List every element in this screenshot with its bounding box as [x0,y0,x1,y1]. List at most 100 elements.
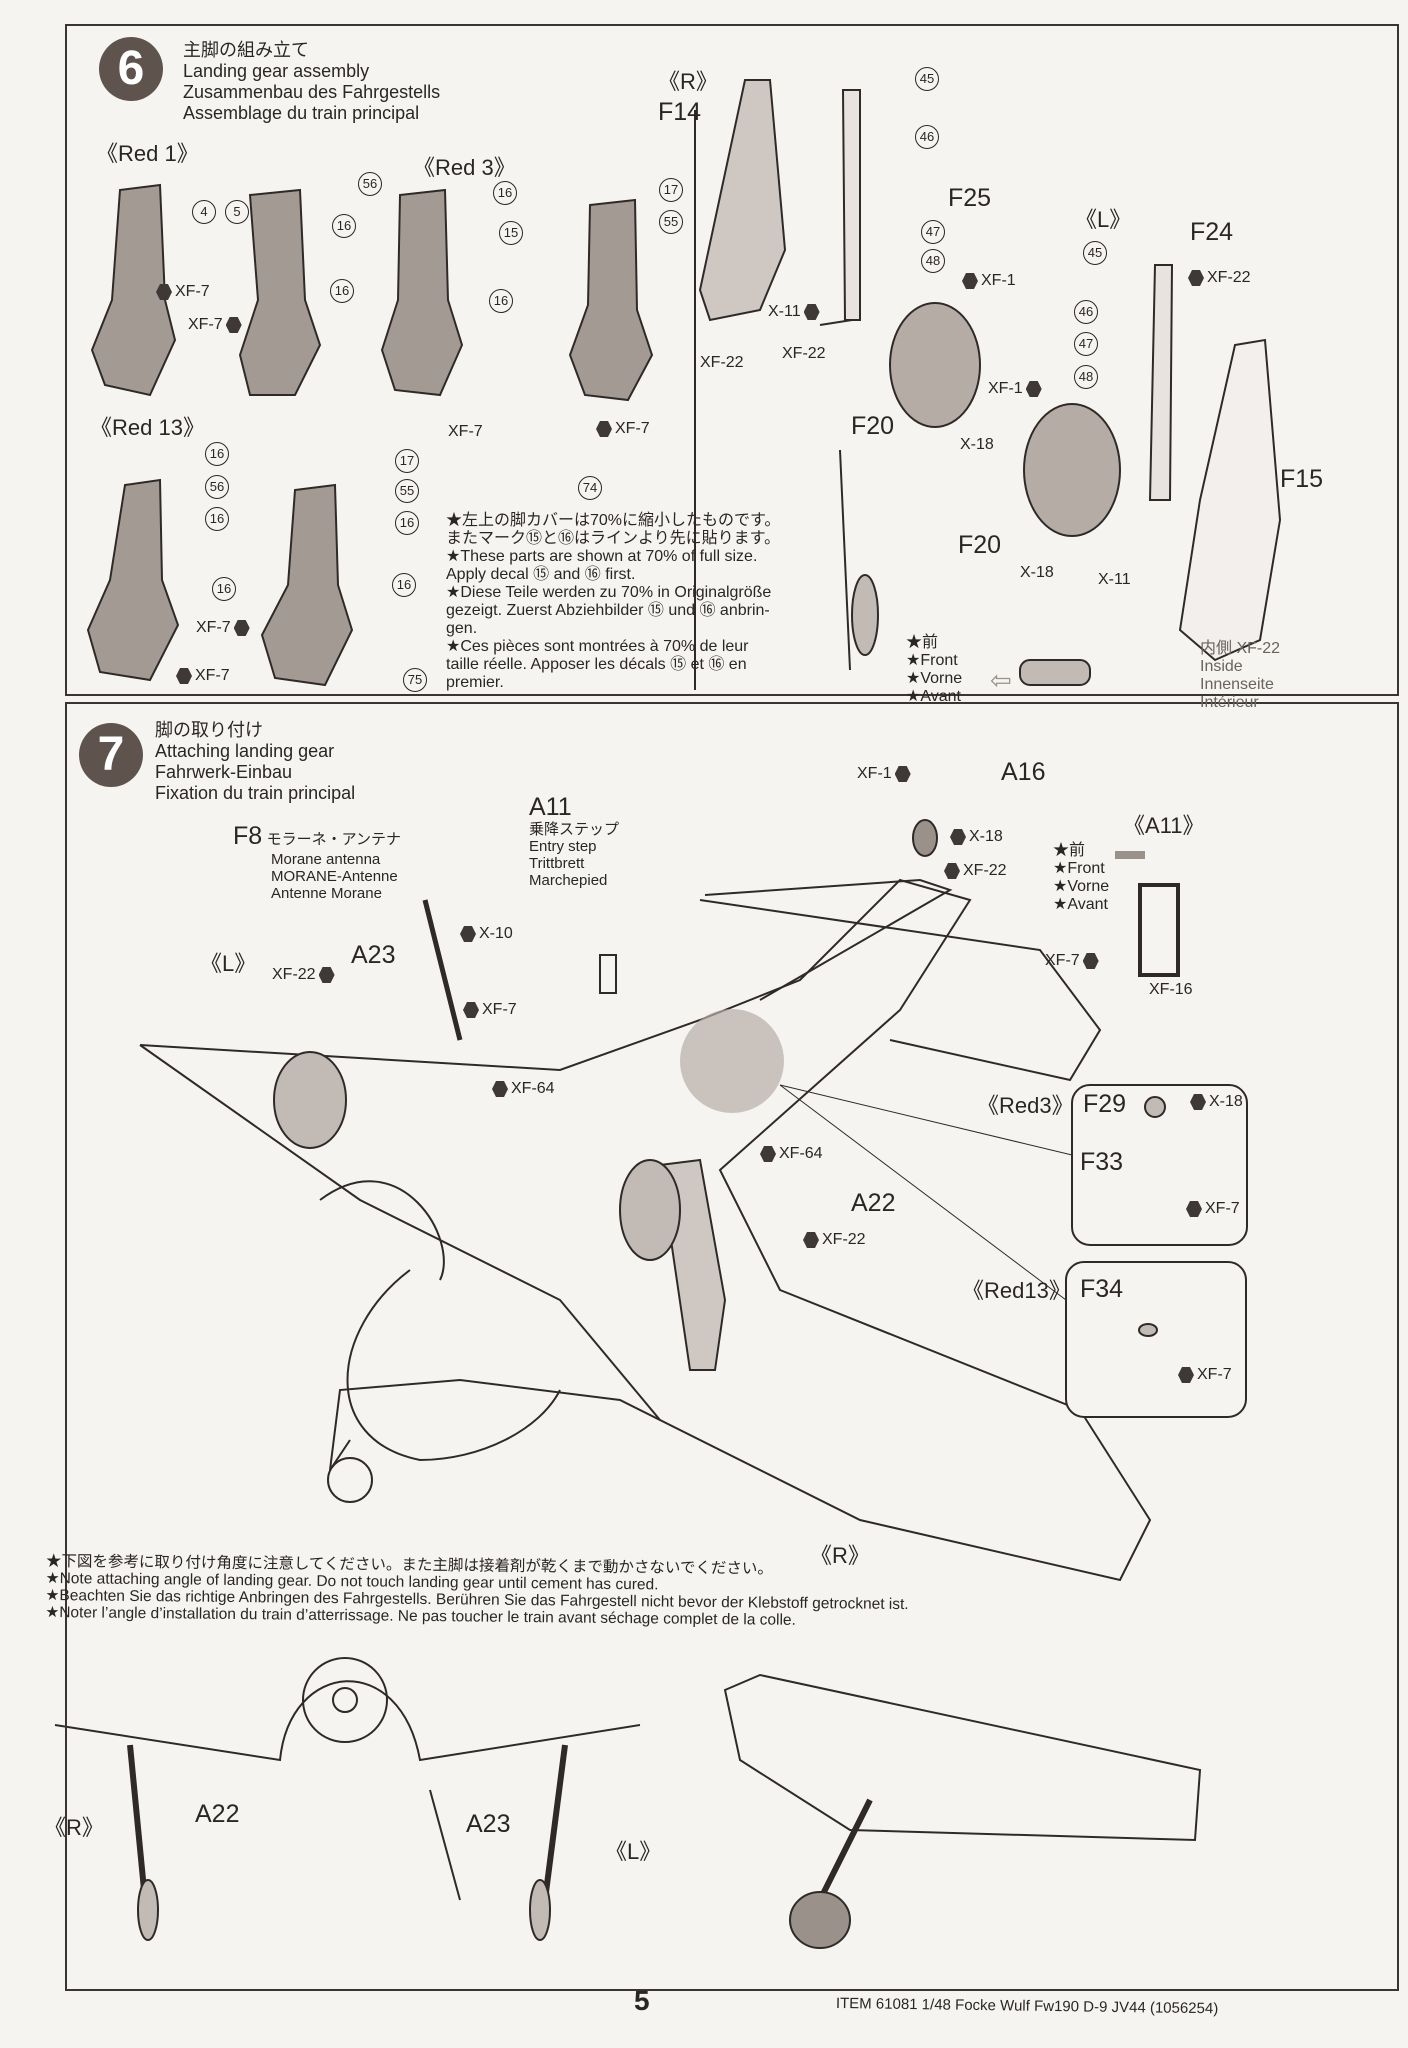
decal-number: 16 [212,577,236,601]
paint-hex-icon [460,926,476,942]
bottom-label-a22: A22 [195,1800,240,1828]
decal-number: 16 [205,507,229,531]
group-label-right: 《R》 [658,69,718,94]
note-line: ★Ces pièces sont montrées à 70% de leur [446,638,749,655]
part-label: F20 [851,412,895,440]
decal-number: 55 [395,479,419,503]
a11-callout: A11 乗降ステップ Entry step Trittbrett Marchep… [529,793,619,889]
group-label-left: 《L》 [200,951,257,976]
note-line: ★Diese Teile werden zu 70% in Originalgr… [446,584,772,601]
part-label: F25 [948,184,992,212]
step7-title-en: Attaching landing gear [155,741,335,761]
paint-code: XF-7 [195,667,230,684]
part-label: F20 [958,531,1002,559]
paint-code: XF-7 [615,420,650,437]
gear-covers-red1 [86,183,654,687]
legend-line: ★Front [1053,860,1105,877]
decal-number: 15 [499,221,523,245]
paint-hex-icon [894,766,911,782]
part-name-ja: 乗降ステップ [529,821,620,838]
group-label-right: 《R》 [810,1543,870,1568]
front-arrow-icon: ⇦ [990,665,1012,695]
bottom-label-left: 《L》 [605,1839,662,1864]
paint-callout: XF-16 [1149,981,1193,999]
legend-line: Inside [1200,658,1243,675]
step6-number-badge: 6 [99,37,163,101]
legend-line: ★Front [906,652,958,669]
step6-panel [65,24,1399,696]
group-label-red3: 《Red 3》 [413,155,516,180]
paint-callout: XF-7 [156,283,210,301]
step7-title-ja: 脚の取り付け [155,720,263,740]
paint-code: XF-7 [1197,1366,1232,1383]
paint-callout: XF-7 [1186,1200,1240,1218]
decal-number: 46 [1074,300,1098,324]
decal-number: 16 [332,214,356,238]
part-name: Entry step [529,838,597,855]
paint-callout: XF-22 [1188,269,1251,287]
paint-hex-icon [944,863,960,879]
paint-callout: XF-7 [176,667,230,685]
group-label-a11: 《A11》 [1123,813,1205,838]
paint-callout: XF-7 [596,420,650,438]
paint-hex-icon [156,284,172,300]
note-line: ★左上の脚カバーは70%に縮小したものです。 [446,512,781,529]
decal-number: 45 [1083,241,1107,265]
decal-number: 4 [192,200,216,224]
paint-hex-icon [1082,953,1099,969]
paint-hex-icon [318,967,335,983]
paint-callout: X-18 [1190,1093,1243,1111]
step6-front-legend: ★前 ★Front ★Vorne ★Avant [906,634,962,706]
legend-line: ★Vorne [1053,878,1110,895]
note-line: またマーク⑮と⑯はラインより先に貼ります。 [446,530,781,547]
paint-code: XF-1 [857,765,892,782]
paint-code: XF-7 [448,423,483,440]
paint-hex-icon [233,620,250,636]
paint-code: X-10 [479,925,513,942]
paint-hex-icon [596,421,612,437]
paint-callout: XF-1 [962,272,1016,290]
note-line: gen. [446,620,478,637]
paint-hex-icon [1025,381,1042,397]
paint-callout: X-11 [1098,571,1131,589]
paint-code: XF-22 [700,354,744,371]
step6-scale-note: ★左上の脚カバーは70%に縮小したものです。 またマーク⑮と⑯はラインより先に貼… [446,512,780,692]
paint-callout: XF-22 [272,966,335,984]
step7-number-badge: 7 [79,723,143,787]
step6-title-fr: Assemblage du train principal [183,103,420,123]
step7-title-fr: Fixation du train principal [155,783,356,803]
note-line: premier. [446,674,504,691]
paint-hex-icon [803,304,820,320]
paint-code: XF-22 [822,1231,866,1248]
step7-title: 脚の取り付け Attaching landing gear Fahrwerk-E… [155,720,355,804]
decal-number: 16 [489,289,513,313]
paint-code: XF-22 [272,966,316,983]
decal-number: 47 [921,220,945,244]
decal-number: 16 [392,573,416,597]
paint-hex-icon [463,1002,479,1018]
note-line: taille réelle. Apposer les décals ⑮ et ⑯… [446,656,747,673]
bottom-label-a23: A23 [466,1810,511,1838]
paint-hex-icon [962,273,978,289]
paint-hex-icon [1178,1367,1194,1383]
decal-number: 16 [330,279,354,303]
paint-callout: XF-22 [782,345,826,363]
legend-line: 内側 XF-22 [1200,640,1281,657]
group-label-red13: 《Red13》 [962,1278,1071,1303]
paint-code: XF-7 [1205,1200,1240,1217]
paint-callout: XF-7 [1045,952,1099,970]
paint-callout: XF-7 [463,1001,517,1019]
legend-line: Innenseite [1200,676,1274,693]
paint-code: X-11 [1098,571,1131,588]
group-label-red1: 《Red 1》 [96,141,199,166]
f8-callout: F8 モラーネ・アンテナ [233,822,401,851]
part-label: F24 [1190,218,1234,246]
part-name: Trittbrett [529,855,585,872]
part-label: F33 [1080,1148,1124,1176]
part-name-ja: モラーネ・アンテナ [266,831,402,848]
paint-code: XF-22 [782,345,826,362]
step7-attach-note: ★下図を参考に取り付け角度に注意してください。また主脚は接着剤が乾くまで動かさな… [45,1553,909,1630]
paint-code: XF-7 [188,316,223,333]
decal-number: 55 [659,210,683,234]
